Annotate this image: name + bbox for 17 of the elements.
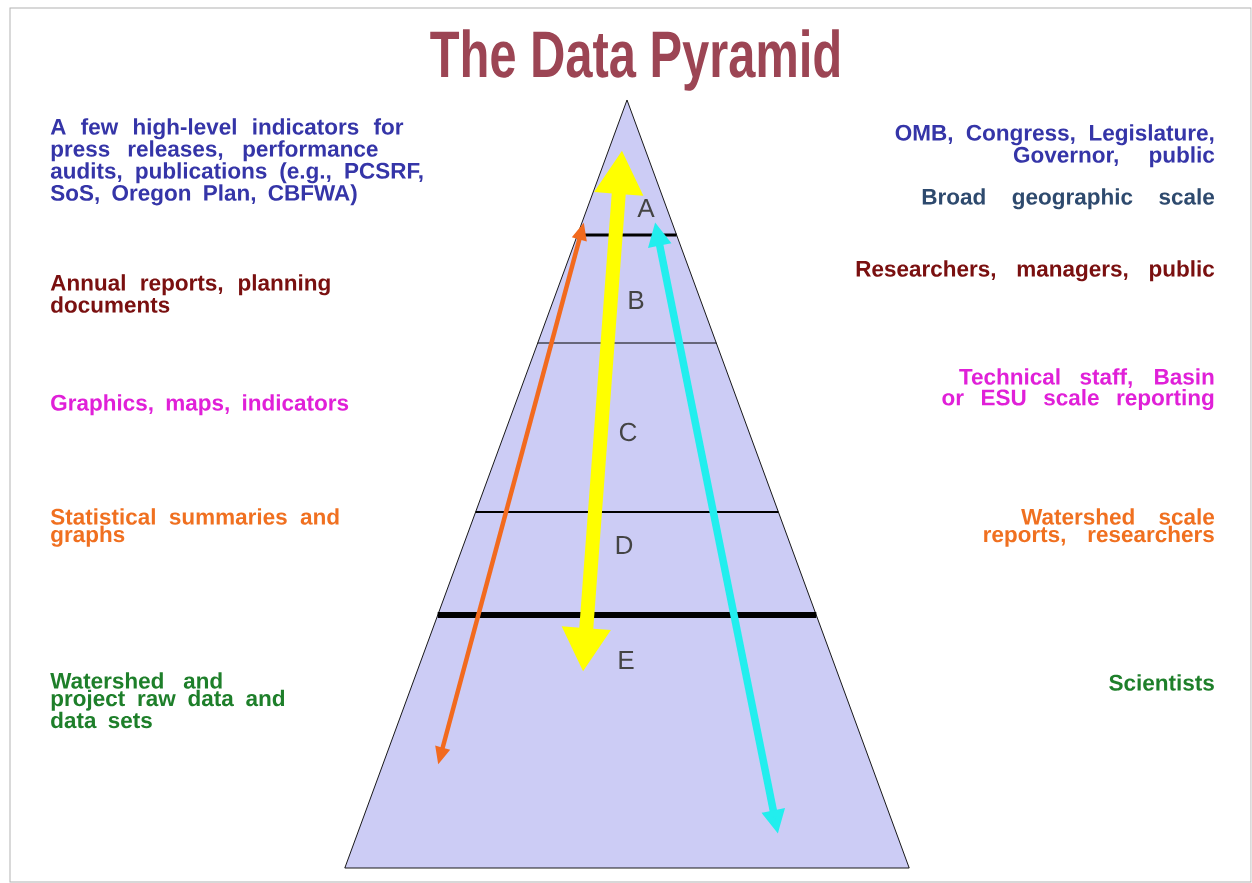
title: The Data Pyramid: [430, 29, 839, 91]
side-note: Graphics, maps, indicators: [51, 394, 349, 416]
tier-letter: D: [616, 536, 633, 554]
side-note: Watershed scale reports, researchers: [984, 508, 1214, 547]
side-note: Statistical summaries and graphs: [50, 508, 339, 547]
tier-letter: C: [619, 422, 637, 442]
side-note: Broad geographic scale: [922, 188, 1215, 210]
tier-letter: B: [629, 291, 644, 309]
side-note: A few high-level indicators for press releases, performance audits, publications (e.g., PCSRF, SoS, Oregon Plan, CBFWA): [50, 118, 423, 206]
side-note: Scientists: [1109, 674, 1214, 691]
side-note: OMB, Congress, Legislature, Governor, public: [895, 124, 1215, 168]
side-note: Technical staff, Basin or ESU scale reporting: [942, 368, 1214, 411]
tier-letter: A: [637, 199, 655, 217]
side-note: Researchers, managers, public: [856, 260, 1215, 282]
side-note: Annual reports, planning documents: [50, 274, 330, 313]
side-note: Watershed and project raw data and data sets: [50, 672, 285, 729]
tier-letter: E: [619, 651, 634, 669]
